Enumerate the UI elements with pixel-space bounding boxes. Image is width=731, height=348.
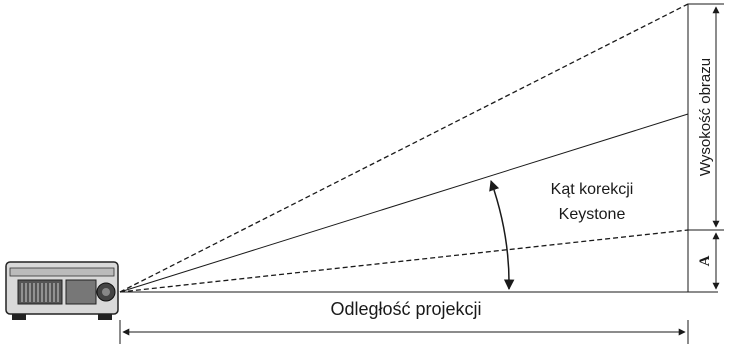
image-height-label: Wysokość obrazu [697, 58, 714, 176]
projector-icon [5, 261, 119, 320]
offset-label: A [697, 255, 713, 266]
keystone-label-line1: Kąt korekcji [551, 181, 634, 198]
center-ray [119, 113, 689, 293]
bottom-ray [119, 229, 689, 293]
keystone-label-line2: Keystone [559, 206, 626, 223]
projection-distance-label: Odległość projekcji [330, 299, 481, 319]
projection-rays [119, 3, 718, 293]
screen [687, 3, 724, 292]
top-ray [119, 3, 689, 293]
keystone-angle-arc [489, 180, 515, 291]
